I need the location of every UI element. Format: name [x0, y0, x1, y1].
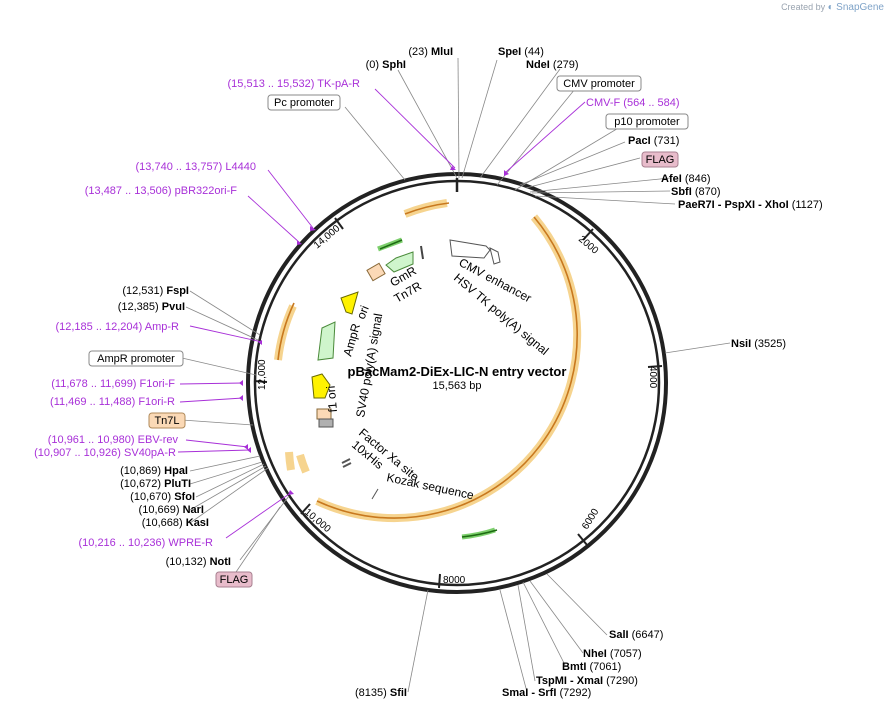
site-xhoi: PaeR7I - PspXI - XhoI (1127): [678, 199, 823, 211]
label-flag-top: FLAG: [646, 154, 675, 166]
site-nari: (10,669) NarI: [139, 504, 204, 516]
box-ampr-promoter: [88, 350, 184, 367]
feature-hsv-tk-arrow: [489, 247, 501, 265]
tick-label-4000: 4000: [647, 366, 658, 389]
site-kasi: (10,668) KasI: [142, 517, 209, 529]
credit-brand: SnapGene: [836, 2, 884, 13]
site-sfoi: (10,670) SfoI: [130, 491, 195, 503]
site-leader-lines: [181, 57, 731, 693]
box-p10-promoter: [605, 113, 689, 130]
label-ampr: AmpR: [340, 322, 363, 358]
tick-6000: [577, 533, 588, 546]
site-paci: PacI (731): [628, 135, 679, 147]
orf-arc-left-small-b: [296, 453, 310, 474]
label-ampr-promoter: AmpR promoter: [97, 353, 175, 365]
box-cmv-promoter: [556, 75, 642, 92]
site-hpai: (10,869) HpaI: [120, 465, 188, 477]
site-sbfi: SbfI (870): [671, 186, 721, 198]
primer-l4440: (13,740 .. 13,757) L4440: [136, 161, 257, 173]
feature-his-mark: [341, 458, 351, 464]
site-nsii: NsiI (3525): [731, 338, 786, 350]
feature-kozak-mark: [371, 488, 379, 500]
feature-cmv-enhancer-arrow: [449, 239, 491, 259]
feature-sv40-box: [318, 418, 334, 428]
tick-8000: [438, 573, 441, 589]
primer-leader-lines: [177, 88, 586, 539]
site-sfii: (8135) SfiI: [355, 687, 407, 699]
snapgene-logo-icon: ◐: [827, 2, 834, 13]
snapgene-credit: Created by ◐ SnapGene: [781, 2, 884, 13]
label-tn7l: Tn7L: [154, 415, 179, 427]
site-afei: AfeI (846): [661, 173, 711, 185]
site-spei: SpeI (44): [498, 46, 544, 58]
primer-f1ori-f: (11,678 .. 11,699) F1ori-F: [51, 378, 175, 390]
box-pc-promoter: [267, 94, 341, 111]
primer-arrowheads: [239, 166, 509, 495]
feature-gmr-cap: [420, 245, 424, 260]
label-cmv-promoter: CMV promoter: [563, 78, 635, 90]
feature-factor-xa-mark: [342, 462, 352, 468]
label-f1ori: f1 ori: [324, 385, 340, 413]
orf-arc-left: [274, 304, 297, 361]
tick-label-8000: 8000: [443, 575, 466, 586]
tick-4000: [647, 365, 663, 368]
tick-label-12000: 12,000: [257, 359, 268, 390]
credit-prefix: Created by: [781, 2, 826, 12]
feature-ori-arrow: [340, 291, 359, 315]
site-noti: (10,132) NotI: [166, 556, 231, 568]
label-pc-promoter: Pc promoter: [274, 97, 334, 109]
site-pluti: (10,672) PluTI: [120, 478, 191, 490]
primer-cmv-f: CMV-F (564 .. 584): [586, 97, 680, 109]
site-xmai: TspMI - XmaI (7290): [536, 675, 638, 687]
label-p10-promoter: p10 promoter: [614, 116, 680, 128]
box-flag-top: [641, 151, 679, 168]
feature-gmr-arrow: [385, 251, 414, 273]
site-pvui: (12,385) PvuI: [118, 301, 185, 313]
site-sphi: (0) SphI: [366, 59, 406, 71]
primer-wpre-r: (10,216 .. 10,236) WPRE-R: [78, 537, 213, 549]
tick-10000: [300, 503, 311, 515]
primer-tk-pa-r: (15,513 .. 15,532) TK-pA-R: [228, 78, 361, 90]
map-title: pBacMam2-DiEx-LIC-N entry vector: [348, 364, 567, 379]
backbone-outer-ring: [246, 172, 668, 594]
label-flag-bottom: FLAG: [220, 574, 249, 586]
site-fspi: (12,531) FspI: [122, 285, 189, 297]
primer-sv40pa-r: (10,907 .. 10,926) SV40pA-R: [34, 447, 176, 459]
primer-f1ori-r: (11,469 .. 11,488) F1ori-R: [50, 396, 175, 408]
site-nhei: NheI (7057): [583, 648, 642, 660]
site-srfi: SmaI - SrfI (7292): [502, 687, 591, 699]
primer-pbr322ori-f: (13,487 .. 13,506) pBR322ori-F: [85, 185, 238, 197]
box-tn7l: [148, 412, 186, 429]
tick-2000: [582, 228, 594, 241]
site-bmti: BmtI (7061): [562, 661, 621, 673]
feature-f1ori-arrow: [311, 373, 331, 399]
label-ori: ori: [354, 304, 372, 322]
primer-ebv-rev: (10,961 .. 10,980) EBV-rev: [48, 434, 179, 446]
label-kozak: Kozak sequence: [385, 470, 475, 502]
site-sali: SalI (6647): [609, 629, 663, 641]
map-length: 15,563 bp: [433, 380, 482, 392]
feature-ampr-arrow: [317, 321, 336, 361]
site-mlui: (23) MluI: [408, 46, 453, 58]
tick-14000: [334, 217, 344, 230]
orf-arc-left-small-a: [285, 451, 295, 471]
feature-tn7r-box: [366, 262, 386, 282]
primer-amp-r: (12,185 .. 12,204) Amp-R: [55, 321, 179, 333]
tick-12000: [253, 380, 268, 383]
box-flag-bottom: [215, 571, 253, 588]
site-ndei: NdeI (279): [526, 59, 579, 71]
